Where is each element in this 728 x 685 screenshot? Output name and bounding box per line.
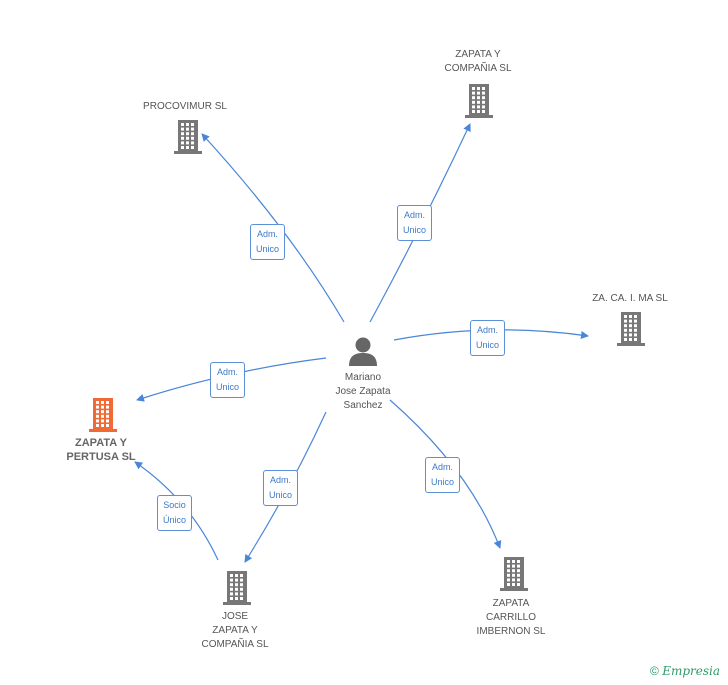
company-name-line: CARRILLO (485, 612, 536, 623)
building-icon[interactable] (172, 120, 204, 154)
building-icon[interactable] (221, 571, 253, 605)
center-name-line: Mariano (344, 372, 382, 383)
relation-line: Adm. (432, 462, 454, 472)
building-icon[interactable] (463, 84, 495, 118)
relation-line: Adm. (257, 229, 279, 239)
relation-badge[interactable]: Adm. Unico (470, 320, 506, 356)
company-name-line: ZA. CA. I. MA SL (592, 293, 668, 304)
relation-line: Unico (431, 477, 455, 487)
center-name-line: Sanchez (343, 400, 383, 411)
relation-line: Adm. (404, 210, 426, 220)
relation-badge[interactable]: Adm. Unico (263, 470, 299, 506)
company-name-line: IMBERNON SL (476, 626, 546, 637)
relation-line: Socio (163, 500, 186, 510)
relation-line: Adm. (270, 475, 292, 485)
company-label-jose-zapata-compania[interactable]: JOSE ZAPATA Y COMPAÑIA SL (180, 610, 290, 652)
brand-logo[interactable]: Empresia (662, 664, 720, 678)
relation-badge[interactable]: Adm. Unico (397, 205, 433, 241)
company-name-line: ZAPATA Y (75, 437, 127, 449)
relation-badge[interactable]: Adm. Unico (210, 362, 246, 398)
relation-badge[interactable]: Adm. Unico (250, 224, 286, 260)
relation-line: Unico (476, 340, 500, 350)
company-name-line: PROCOVIMUR SL (143, 101, 227, 112)
relation-line: Unico (216, 382, 240, 392)
company-label-zapata-compania[interactable]: ZAPATA Y COMPAÑIA SL (420, 48, 536, 76)
company-name-line: JOSE (221, 611, 249, 622)
building-icon[interactable] (87, 398, 119, 432)
company-name-line: COMPAÑIA SL (444, 63, 512, 74)
company-label-procovimur[interactable]: PROCOVIMUR SL (120, 100, 250, 114)
relation-line: Único (163, 515, 187, 525)
company-name-line: ZAPATA (492, 598, 530, 609)
company-name-line: ZAPATA Y (212, 625, 258, 636)
person-icon[interactable] (347, 336, 379, 366)
building-icon[interactable] (498, 557, 530, 591)
relation-line: Adm. (217, 367, 239, 377)
relation-badge[interactable]: Adm. Unico (425, 457, 461, 493)
relation-line: Unico (403, 225, 427, 235)
footer-credit: © Empresia (650, 664, 720, 678)
company-label-zapata-carrillo[interactable]: ZAPATA CARRILLO IMBERNON SL (456, 597, 566, 639)
copyright-icon: © (650, 664, 659, 678)
company-label-zapata-pertusa[interactable]: ZAPATA Y PERTUSA SL (46, 436, 156, 464)
company-name-line: PERTUSA SL (66, 451, 136, 463)
building-icon[interactable] (615, 312, 647, 346)
relation-line: Unico (269, 490, 293, 500)
company-label-zacaima[interactable]: ZA. CA. I. MA SL (568, 292, 692, 306)
company-name-line: ZAPATA Y (455, 49, 501, 60)
relation-line: Adm. (477, 325, 499, 335)
relation-line: Unico (256, 244, 280, 254)
company-name-line: COMPAÑIA SL (201, 639, 269, 650)
center-name-line: Jose Zapata (335, 386, 391, 397)
